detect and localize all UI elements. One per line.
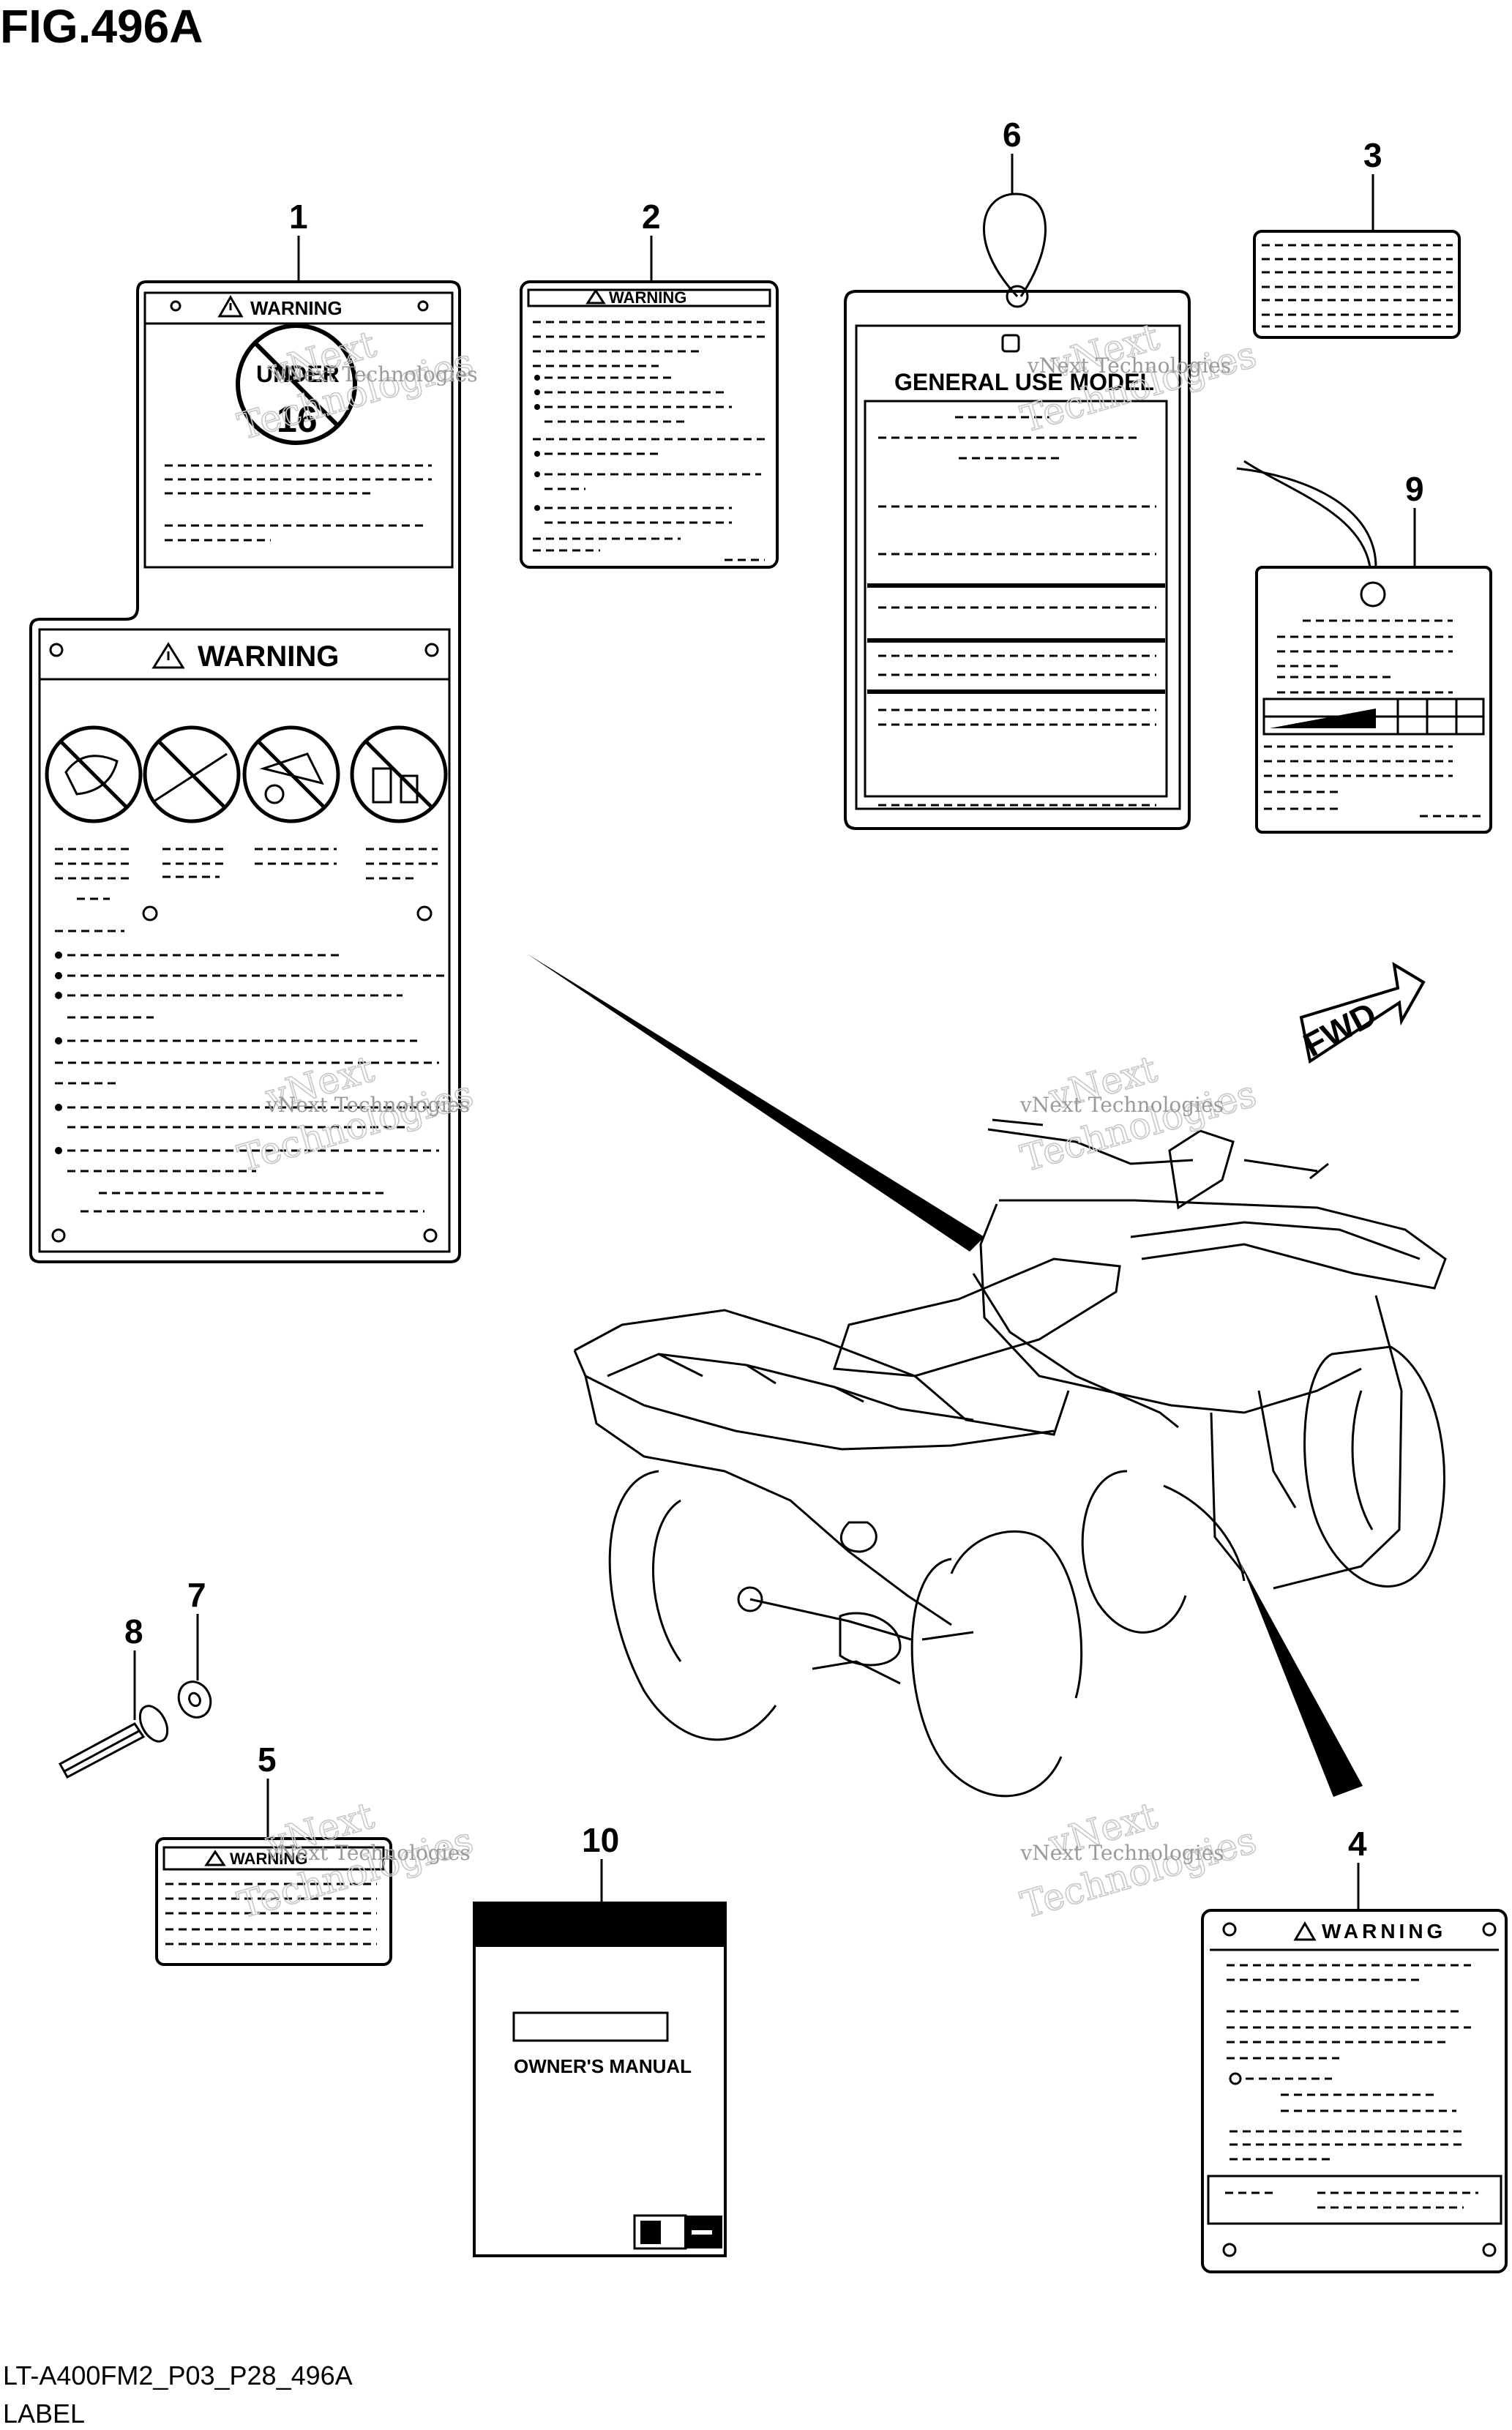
warning-triangle-icon (1293, 1921, 1317, 1941)
svg-text:9: 9 (1405, 470, 1424, 508)
svg-text:vNext Technologies: vNext Technologies (1027, 354, 1231, 378)
svg-text:1: 1 (289, 198, 308, 236)
watermark-mid-right: vNext Technologies vNext Technologies (1016, 1047, 1262, 1180)
svg-text:2: 2 (642, 198, 661, 236)
leader-wedge-to-label-4 (1240, 1563, 1363, 1797)
fwd-arrow-icon: FWD (1297, 962, 1426, 1064)
svg-text:7: 7 (187, 1576, 206, 1614)
svg-text:vNext Technologies: vNext Technologies (266, 1093, 470, 1117)
figure-caption: LABEL (3, 2399, 85, 2429)
callout-2: 2 (642, 198, 661, 282)
label-6-general-use-hang-tag: GENERAL USE MODEL (844, 192, 1191, 830)
callout-3: 3 (1363, 136, 1382, 231)
no-alcohol-icon (350, 725, 448, 823)
svg-text:vNext Technologies: vNext Technologies (273, 362, 477, 386)
part-7-washer (177, 1681, 212, 1719)
svg-text:8: 8 (124, 1612, 143, 1650)
figure-code: LT-A400FM2_P03_P28_496A (3, 2360, 353, 2390)
label-5-warning: WARNING (155, 1837, 392, 1966)
callout-10: 10 (582, 1821, 619, 1903)
watermark-bottom-right: vNext Technologies vNext Technologies (1016, 1793, 1262, 1926)
callout-1: 1 (289, 198, 308, 282)
warning-triangle-icon (217, 294, 244, 318)
label-4-warning-text: WARNING (1322, 1920, 1446, 1943)
warning-triangle-icon (151, 642, 185, 669)
watermark-top-right: vNext Technologies vNext Technologies (1016, 315, 1262, 441)
no-rollover-icon (242, 725, 340, 823)
watermark-mid-left: vNext Technologies vNext Technologies (233, 1047, 479, 1180)
svg-text:6: 6 (1003, 116, 1022, 154)
owners-manual-text: OWNER'S MANUAL (514, 2055, 692, 2077)
svg-text:10: 10 (582, 1821, 619, 1859)
under-16-age-icon: UNDER 16 (236, 324, 357, 445)
no-paved-road-icon (143, 725, 241, 823)
part-8-rivet-pin (58, 1705, 169, 1779)
atv-vehicle-drawing (573, 1118, 1447, 1798)
label-9-hang-tag (1236, 460, 1492, 834)
label-3-sticker (1253, 230, 1461, 339)
warning-triangle-icon (204, 1850, 226, 1866)
label-5-warning-text: WARNING (230, 1850, 307, 1868)
figure-title: FIG.496A (0, 0, 203, 53)
leader-wedge-to-label-1 (527, 954, 984, 1252)
callout-9: 9 (1405, 470, 1424, 567)
warning-triangle-icon (585, 288, 606, 304)
no-passenger-icon (45, 725, 143, 823)
age-text: 16 (277, 399, 318, 440)
label-2-warning-text: WARNING (609, 288, 686, 307)
callout-6: 6 (1003, 116, 1022, 194)
svg-text:4: 4 (1348, 1825, 1367, 1863)
suzuki-logo-icon (633, 2214, 722, 2250)
label-4-warning: WARNING (1201, 1909, 1508, 2273)
label-1-warning-text: WARNING (198, 640, 339, 673)
svg-text:5: 5 (258, 1741, 277, 1779)
callout-4: 4 (1348, 1825, 1367, 1910)
label-1-top-warning-text: WARNING (250, 297, 343, 319)
label-2-warning: WARNING (520, 280, 779, 569)
callout-5: 5 (258, 1741, 277, 1839)
under-text: UNDER (256, 361, 340, 387)
callout-8: 8 (124, 1612, 143, 1720)
svg-text:3: 3 (1363, 136, 1382, 174)
svg-text:vNext Technologies: vNext Technologies (266, 1841, 470, 1865)
svg-text:vNext Technologies: vNext Technologies (1019, 1841, 1224, 1865)
label-1-under-16-warning: WARNING UNDER 16 WARNING (29, 280, 461, 1263)
general-use-model-text: GENERAL USE MODEL (894, 369, 1154, 395)
callout-7: 7 (187, 1576, 206, 1681)
svg-text:vNext Technologies: vNext Technologies (1019, 1093, 1224, 1117)
item-10-owners-manual: OWNER'S MANUAL (473, 1902, 727, 2257)
